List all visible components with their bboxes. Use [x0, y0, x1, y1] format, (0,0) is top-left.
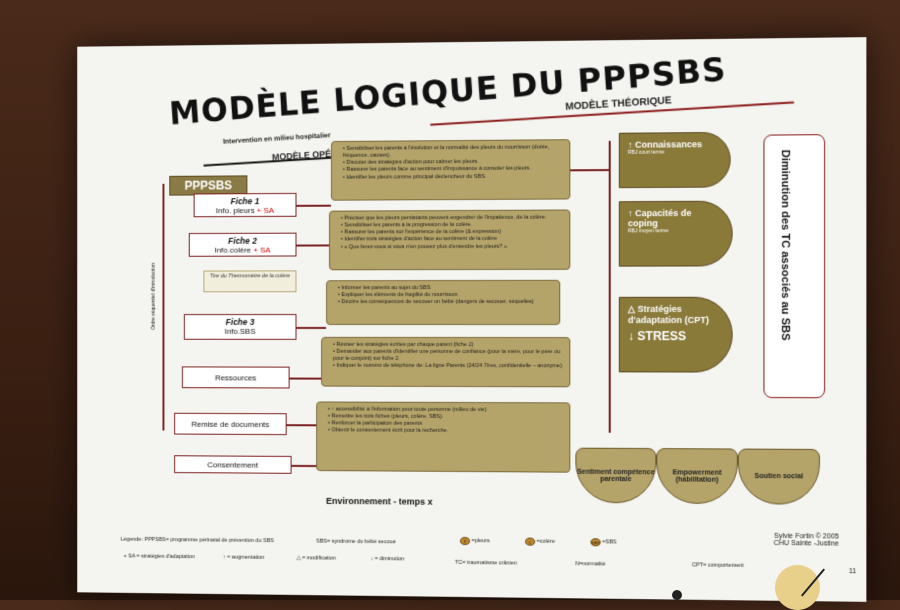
- thermometer-note: Tire du Thermomètre de la colère: [203, 270, 297, 293]
- sbs-icon: SBS: [590, 538, 601, 547]
- colere-icon: C: [525, 537, 536, 546]
- arrow-consent: [291, 464, 317, 468]
- bottom-soutien: Soutien social: [737, 448, 820, 505]
- fiche-2: Fiche 2 Info.colère + SA: [188, 232, 297, 257]
- outcome-1-label: ↑ Connaissances: [627, 139, 703, 150]
- legend-sa: + SA = stratégies d'adaptation: [123, 553, 195, 561]
- legend-dim: ↓ = diminution: [370, 556, 405, 563]
- outcome-3-sub: ↓ STRESS: [627, 329, 687, 344]
- consentement-box: Consentement: [174, 455, 292, 474]
- remise-box: Remise de documents: [174, 412, 287, 436]
- projection-screen: MODÈLE LOGIQUE DU PPPSBS MODÈLE THÉORIQU…: [77, 37, 867, 602]
- content-5-item: Obtenir le consentement écrit pour la re…: [323, 428, 563, 436]
- content-1-item: Identifier les pleurs comme principal dé…: [338, 173, 563, 182]
- outcome-1-sub: RBJ court terme: [627, 149, 665, 156]
- legend-colere-label: =colère: [536, 539, 555, 546]
- fiche-2-sub: Info.colère: [214, 245, 252, 255]
- arrow-fiche1: [296, 204, 331, 207]
- legend-pleurs-label: =pleurs: [471, 538, 490, 545]
- arrow-fiche2: [296, 244, 330, 247]
- content-1-item: Sensibiliser les parents à l'évolution e…: [338, 144, 563, 160]
- fiche-1-title: Fiche 1: [230, 196, 260, 207]
- content-4-item: Indiquer le numéro de téléphone de: La l…: [328, 363, 563, 371]
- outcome-connaissances: ↑ Connaissances RBJ court terme: [618, 131, 731, 189]
- fiche-3: Fiche 3 Info.SBS: [183, 314, 297, 340]
- ressources-box: Ressources: [181, 366, 290, 389]
- consentement-label: Consentement: [207, 459, 259, 470]
- pleurs-icon: P: [460, 536, 470, 546]
- fiche-1-extra: + SA: [256, 205, 275, 215]
- fiche-2-title: Fiche 2: [228, 235, 257, 246]
- legend-aug: ↑ = augmentation: [222, 554, 265, 561]
- microphone-base-icon: [672, 590, 682, 600]
- outcome-2-label: ↑ Capacités de coping: [627, 207, 692, 229]
- outcome-coping: ↑ Capacités de coping RBJ moyen terme: [618, 200, 733, 267]
- remise-label: Remise de documents: [191, 419, 270, 429]
- outcome-2-sub: RBJ moyen terme: [627, 228, 669, 235]
- legend-tc: TC= traumatisme crânien: [455, 559, 517, 567]
- arrow-fiche3: [296, 326, 327, 329]
- fiche-3-sub: Info.SBS: [224, 326, 256, 336]
- credit: Sylvie Fortin © 2005 CHU Sainte -Justine: [774, 533, 839, 548]
- content-2-item: « Que ferez-vous si vous n'en pouvez plu…: [336, 243, 563, 251]
- arrow-out-1: [570, 169, 611, 172]
- legend-line2: SBS= syndrome du bébé secoué: [316, 538, 396, 546]
- vertical-axis-label: Ordre séquentiel d'introduction: [150, 262, 157, 330]
- arrow-ressources: [289, 377, 322, 380]
- legend-line1: Légende: PPPSBS= programme périnatal de …: [120, 536, 274, 545]
- ressources-label: Ressources: [214, 372, 257, 382]
- main-vertical-line: [162, 183, 165, 431]
- bottom-empowerment: Empowerment (habilitation): [656, 448, 738, 505]
- slide-title: MODÈLE LOGIQUE DU PPPSBS: [167, 49, 728, 133]
- content-box-2: Préciser que les pleurs persistants peuv…: [329, 209, 571, 271]
- content-box-5: ↑ accessibilité à l'information pour tou…: [316, 401, 571, 473]
- bottom-competence: Sentiment compétence parentale: [575, 447, 657, 504]
- outcome-strategies: △ Stratégies d'adaptation (CPT) ↓ STRESS: [618, 296, 733, 373]
- content-4-item: Demander aux parents d'identifier une pe…: [328, 349, 563, 364]
- page-number: 11: [848, 568, 857, 576]
- connector-vertical: [608, 140, 611, 433]
- legend-colere: C =colère: [525, 537, 555, 546]
- legend-mod: △ = modification: [296, 555, 336, 562]
- outcome-3-label: △ Stratégies d'adaptation (CPT): [627, 303, 709, 326]
- fiche-2-extra: + SA: [253, 245, 271, 255]
- content-box-4: Réviser les stratégies écrites par chaqu…: [321, 336, 571, 388]
- legend-sbs-label: =SBS: [602, 539, 617, 546]
- fiche-1: Fiche 1 Info. pleurs + SA: [193, 192, 297, 218]
- result-box: [763, 134, 826, 399]
- speaker-head: [775, 565, 820, 610]
- result-text: Diminution des TC associés au SBS: [778, 149, 792, 341]
- fiche-3-title: Fiche 3: [225, 317, 255, 327]
- fiche-1-sub: Info. pleurs: [215, 206, 255, 216]
- environment-label: Environnement - temps x: [326, 495, 433, 507]
- credit-org: CHU Sainte -Justine: [773, 539, 839, 548]
- content-box-1: Sensibiliser les parents à l'évolution e…: [330, 139, 571, 201]
- legend-pleurs: P =pleurs: [460, 536, 490, 546]
- legend-cpt: CPT= comportement: [691, 562, 744, 570]
- arrow-remise: [286, 424, 317, 427]
- content-box-3: Informer les parents au sujet du SBS Exp…: [326, 279, 561, 326]
- legend-n: N=normalité: [575, 561, 606, 568]
- content-3-item: Décrire les conséquences de secouer un b…: [333, 299, 553, 306]
- intervention-label: Intervention en milieu hospitalier: [222, 132, 331, 146]
- legend-sbs: SBS =SBS: [590, 538, 617, 547]
